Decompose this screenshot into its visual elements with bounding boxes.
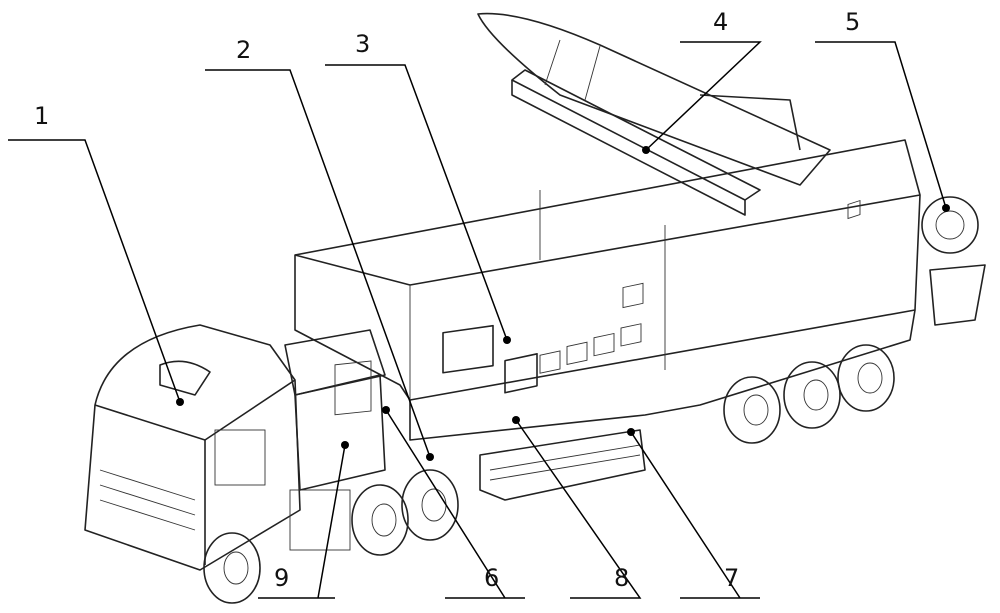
missile bbox=[477, 12, 831, 186]
leader-lines bbox=[8, 41, 950, 599]
launcher-container bbox=[294, 139, 921, 441]
label-9: 9 bbox=[274, 564, 290, 592]
equipment-bay bbox=[479, 429, 646, 501]
label-5: 5 bbox=[845, 8, 861, 36]
rear-erector bbox=[921, 196, 986, 326]
label-1: 1 bbox=[34, 102, 50, 130]
label-3: 3 bbox=[355, 30, 371, 58]
label-4: 4 bbox=[713, 8, 729, 36]
label-7: 7 bbox=[724, 564, 740, 592]
label-6: 6 bbox=[484, 564, 500, 592]
generator-box bbox=[284, 329, 386, 491]
truck-cab bbox=[84, 324, 351, 571]
label-8: 8 bbox=[614, 564, 630, 592]
launch-arm bbox=[511, 69, 801, 216]
label-2: 2 bbox=[236, 36, 252, 64]
trailer-wheels bbox=[203, 344, 895, 604]
